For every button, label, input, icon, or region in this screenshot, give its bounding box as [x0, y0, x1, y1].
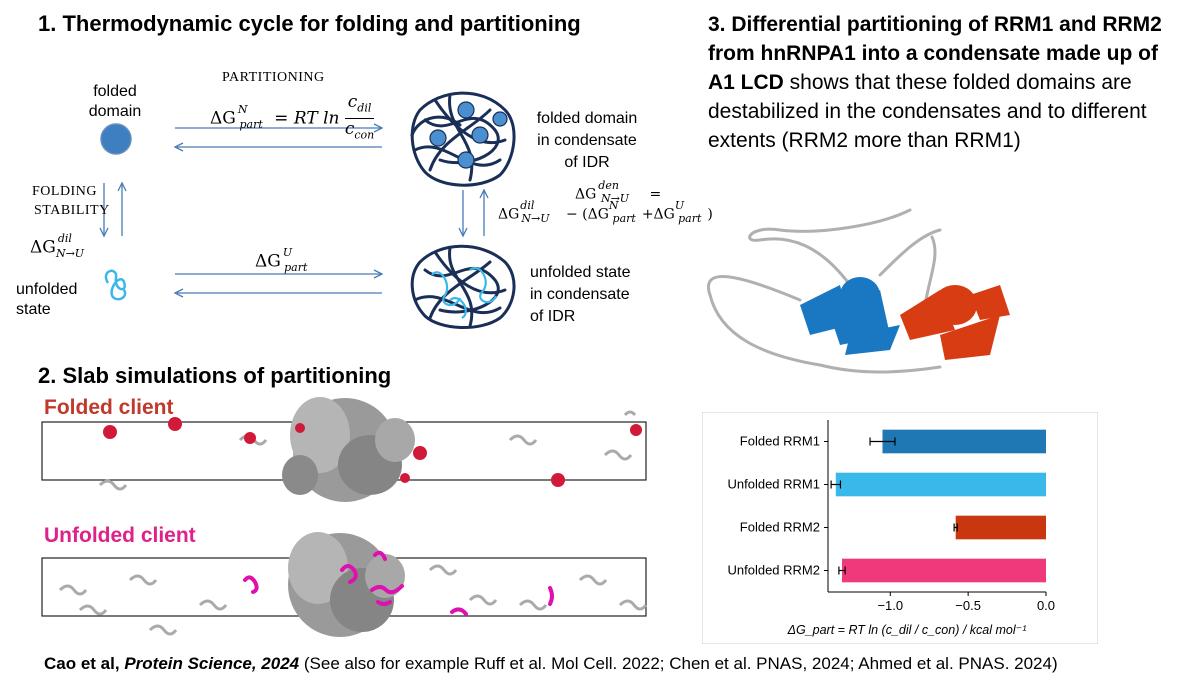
folded-domains-in-blob	[429, 101, 508, 169]
folded-clients	[103, 417, 642, 487]
category-label: Unfolded RRM1	[728, 477, 821, 492]
stability-label: STABILITY	[34, 203, 110, 218]
folded-in-condensate-label: folded domain in condensate of IDR	[536, 110, 638, 171]
category-label: Unfolded RRM2	[728, 563, 821, 578]
unfolded-chains-in-blob	[431, 267, 497, 319]
x-tick-label: −0.5	[955, 598, 981, 613]
panel3-title-bold: 3. Differential partitioning of RRM1 and…	[708, 13, 1162, 94]
panel1-title: 1. Thermodynamic cycle for folding and p…	[38, 11, 581, 36]
unfolded-dilute-chains	[58, 564, 648, 636]
citation-rest: (See also for example Ruff et al. Mol Ce…	[299, 654, 1058, 673]
folded-client-label: Folded client	[44, 396, 174, 419]
category-label: Folded RRM1	[740, 434, 820, 449]
citation-authors: Cao et al,	[44, 654, 125, 673]
unfolded-condensate-blob	[410, 244, 516, 329]
rrm2-domain	[900, 285, 1010, 360]
bar-folded-rrm2	[955, 515, 1046, 540]
x-tick-label: 0.0	[1037, 598, 1055, 613]
bar-folded-rrm1	[882, 429, 1046, 454]
citation: Cao et al, Protein Science, 2024 (See al…	[44, 654, 1058, 674]
unfolded-slab-condensate	[288, 532, 405, 637]
folding-label: FOLDING	[32, 184, 97, 199]
slab-simulations	[41, 397, 648, 637]
panel3-title: 3. Differential partitioning of RRM1 and…	[708, 10, 1188, 155]
category-label: Folded RRM2	[740, 520, 820, 535]
panel3-title-rest: shows that these folded domains are dest…	[708, 71, 1147, 152]
x-axis-label: ΔG_part = RT ln (c_dil / c_con) / kcal m…	[787, 623, 1027, 637]
errorbar-unfolded-rrm1	[830, 480, 842, 489]
eq-den-top: ΔGdenN→U =	[575, 179, 662, 206]
citation-journal: Protein Science, 2024	[124, 654, 300, 673]
errorbar-folded-rrm1	[869, 437, 896, 446]
partitioning-label: PARTITIONING	[222, 70, 325, 85]
unfolded-client-label: Unfolded client	[44, 524, 196, 547]
protein-structure	[707, 208, 1010, 374]
unfolded-in-condensate-label: unfolded state in condensate of IDR	[530, 264, 631, 325]
panel2-title: 2. Slab simulations of partitioning	[38, 363, 392, 388]
folded-slab-condensate	[282, 397, 415, 502]
rrm1-domain	[800, 277, 900, 355]
errorbar-folded-rrm2	[953, 523, 958, 532]
unfolded-clients	[243, 550, 554, 616]
bar-unfolded-rrm2	[842, 558, 1046, 583]
x-tick-label: −1.0	[877, 598, 903, 613]
unfolded-squiggle	[104, 269, 127, 301]
errorbar-unfolded-rrm2	[838, 566, 846, 575]
folded-domain-circle	[100, 123, 132, 155]
thermo-cycle-diagram	[99, 91, 516, 329]
eq-den-body: ΔGdilN→U − (ΔGNpart+ΔGUpart)	[498, 199, 713, 226]
bar-unfolded-rrm1	[835, 472, 1046, 497]
folded-domain-label: folded domain	[88, 83, 142, 120]
unfolded-state-label: unfolded state	[16, 281, 78, 318]
